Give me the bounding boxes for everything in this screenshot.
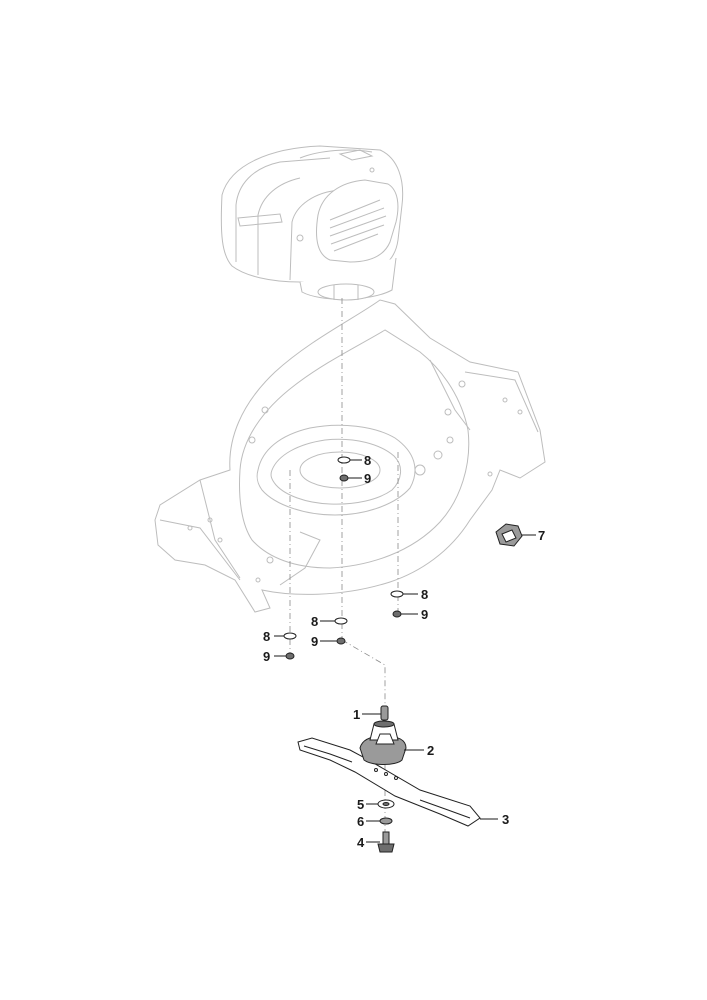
callout-4: 4 [357, 835, 365, 850]
callout-8-upper: 8 [364, 453, 371, 468]
callout-6: 6 [357, 814, 364, 829]
callout-2: 2 [427, 743, 434, 758]
callout-9-left: 9 [263, 649, 270, 664]
hardware-left [283, 632, 297, 660]
blade-adapter-part-2 [359, 720, 407, 765]
callout-9-mid: 9 [311, 634, 318, 649]
hardware-mid [334, 617, 348, 645]
washer-part-5 [377, 799, 395, 809]
callout-8-left: 8 [263, 629, 270, 644]
hardware-right [390, 590, 404, 618]
callout-7: 7 [538, 528, 545, 543]
key-pin-part-1 [380, 705, 389, 721]
mower-deck [154, 299, 546, 613]
hardware-upper [337, 456, 351, 482]
clip-part-7 [495, 523, 523, 547]
callout-8-right: 8 [421, 587, 428, 602]
callout-labels: 8 9 7 8 9 8 9 8 9 1 2 3 5 6 4 [263, 453, 545, 850]
callout-8-mid: 8 [311, 614, 318, 629]
blade-part-3 [297, 737, 481, 827]
bolt-part-4 [377, 831, 395, 853]
callout-1: 1 [353, 707, 360, 722]
leader-lines [274, 459, 536, 843]
callout-3: 3 [502, 812, 509, 827]
callout-9-upper: 9 [364, 471, 371, 486]
callout-5: 5 [357, 797, 364, 812]
callout-9-right: 9 [421, 607, 428, 622]
spring-washer-part-6 [379, 817, 393, 825]
motor-housing [220, 145, 404, 301]
